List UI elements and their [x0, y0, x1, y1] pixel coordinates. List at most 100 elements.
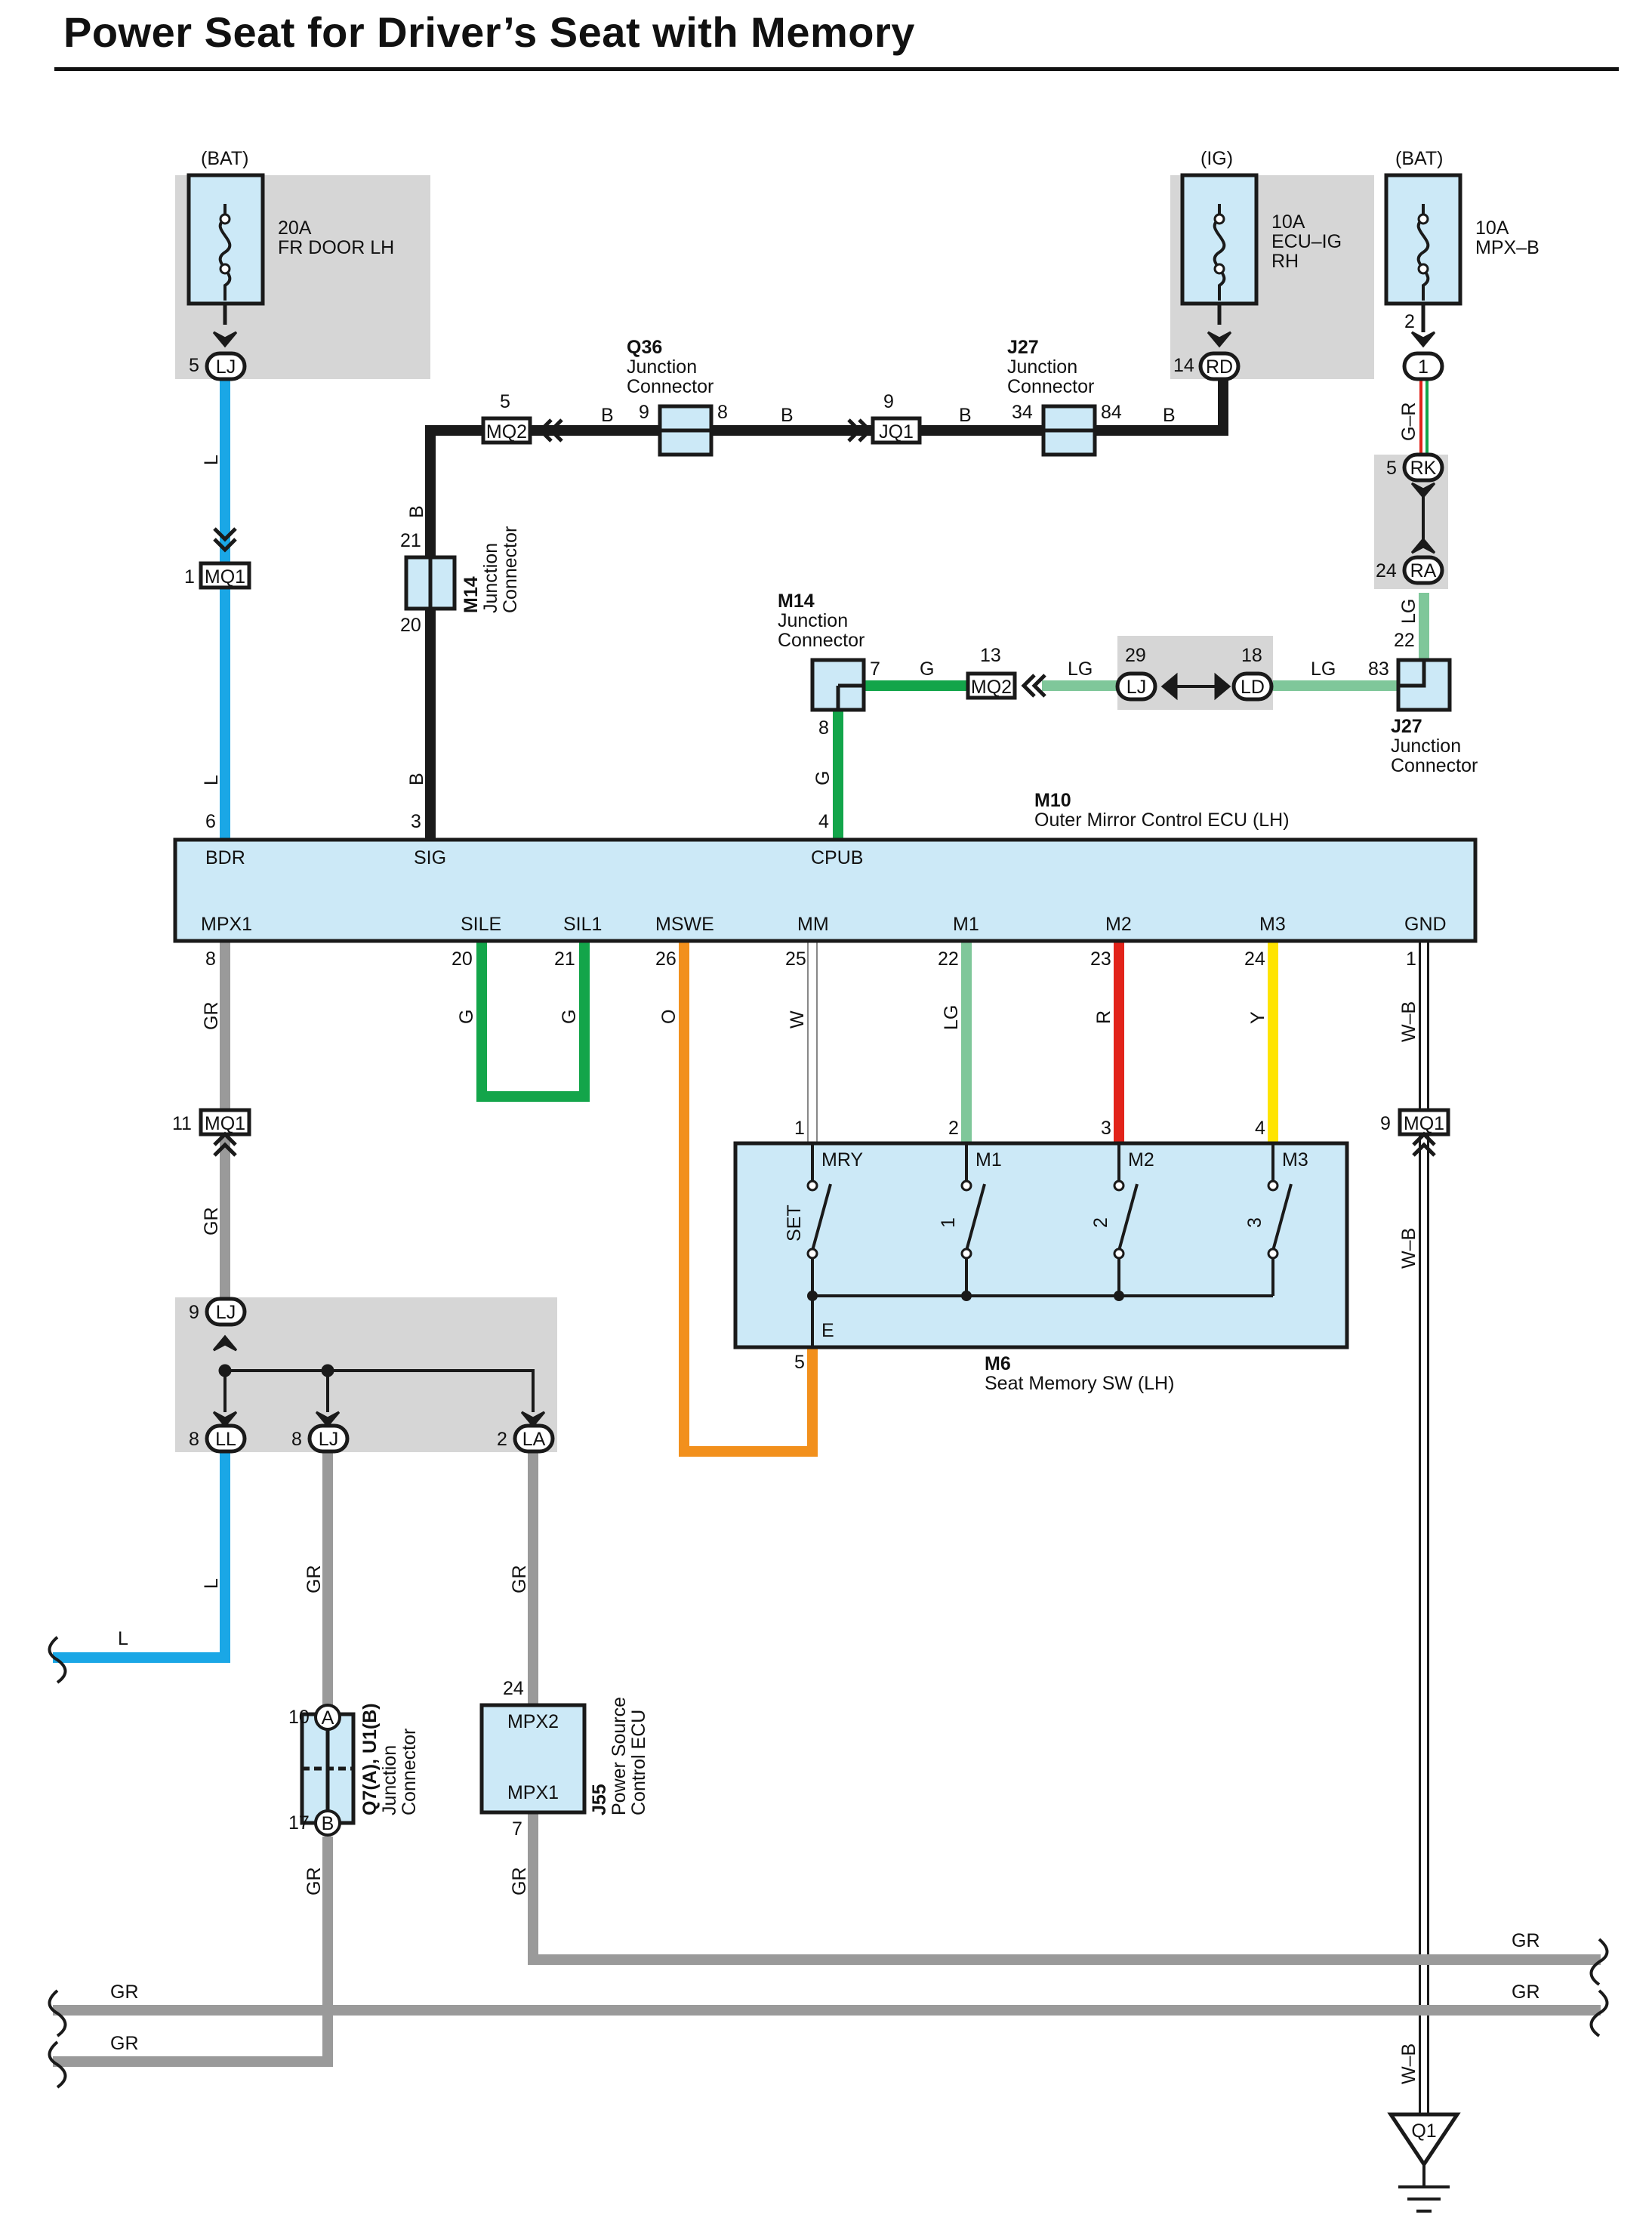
m14-left-id: M14 [461, 576, 482, 613]
wire-label-g-3: G [456, 1010, 477, 1024]
q7-name2: Connector [399, 1729, 420, 1815]
connector-ld-mid-pin: 18 [1241, 645, 1262, 666]
wire-breaks [48, 1636, 1609, 2089]
switch-btn-1: 1 [938, 1217, 959, 1228]
m14-mid-name: Junction [778, 610, 848, 631]
wire-gr-j55-down [528, 1812, 1601, 1965]
connector-ra-pin: 24 [1376, 560, 1397, 581]
wire-label-gr-4: GR [509, 1565, 530, 1594]
wire-b-top [529, 378, 1228, 436]
connector-mq1-left [199, 561, 251, 590]
ecu-m10-id: M10 [1034, 790, 1071, 811]
m14-left-name: Junction [480, 543, 501, 613]
m14-mid-pin-bottom: 8 [818, 717, 829, 739]
ecu-j55-top-pin: 24 [503, 1678, 524, 1699]
wire-color-labels: L L B B B B B B G–R LG LG LG G G GR GR G… [110, 402, 1540, 2084]
connector-lj-mid-label: LJ [1127, 677, 1146, 698]
wire-label-gr-2: GR [201, 1207, 222, 1236]
j27-right-id: J27 [1391, 716, 1422, 737]
connector-lj-mid-pin: 29 [1125, 645, 1146, 666]
wire-l-bottom [53, 1451, 230, 1663]
ecu-term-m1: M1 [953, 914, 979, 935]
wire-label-gr-6: GR [509, 1868, 530, 1896]
connector-mq2-top-label: MQ2 [486, 421, 527, 443]
ecu-term-bdr-pin: 6 [205, 811, 216, 832]
connector-lj-mid [1115, 671, 1157, 702]
ecu-j55-top: MPX2 [507, 1711, 559, 1732]
connector-rd-label: RD [1206, 356, 1233, 378]
ecu-term-m2-pin: 23 [1090, 948, 1111, 970]
connector-lj-bot-pin: 8 [291, 1429, 302, 1450]
connector-jq1-label: JQ1 [879, 421, 914, 443]
ecu-term-bdr: BDR [205, 847, 245, 868]
switch-pin-1: 1 [794, 1118, 805, 1139]
switch-term-m3: M3 [1282, 1149, 1308, 1170]
switch-term-mry: MRY [821, 1149, 863, 1170]
break-left-gr2 [48, 2040, 67, 2089]
wire-label-wb-3: W–B [1398, 2043, 1419, 2084]
arrow-up-icon [1410, 537, 1436, 554]
wire-label-lg-4: LG [941, 1005, 962, 1030]
ecu-term-cpub: CPUB [811, 847, 863, 868]
wire-label-lg-3: LG [1068, 658, 1093, 680]
arrow-down-icon [212, 1411, 238, 1428]
ground-q1-label: Q1 [1411, 2120, 1436, 2142]
ecu-term-mm-pin: 25 [785, 948, 806, 970]
wire-label-gr-9: GR [110, 1982, 139, 2003]
connector-mq2-mid [966, 671, 1017, 700]
fuse-frdoor [186, 173, 265, 348]
ecu-term-mm: MM [797, 914, 829, 935]
m14-mid-id: M14 [778, 591, 815, 612]
chevron-left-icon [538, 418, 563, 443]
chevron-left-icon [1021, 674, 1046, 698]
m14-left-pin-top: 21 [400, 530, 421, 551]
ecu-term-gnd: GND [1404, 914, 1447, 935]
j27-top-pin-out: 84 [1101, 402, 1122, 423]
j27-right-name: Junction [1391, 736, 1461, 757]
wire-label-l-2: L [201, 775, 222, 785]
j27-right-pin-top: 22 [1394, 630, 1415, 651]
chevron-down-icon [213, 527, 237, 553]
arrow-down-icon [1410, 482, 1436, 499]
fuse-symbol-icon [1213, 204, 1226, 301]
arrow-down-icon [520, 1411, 546, 1428]
wire-label-lg-2: LG [1311, 658, 1336, 680]
connector-ra [1402, 555, 1444, 585]
wire-label-gr-7: GR [1512, 1930, 1540, 1951]
connector-la-pin: 2 [497, 1429, 507, 1450]
switch-pin-3: 3 [1101, 1118, 1111, 1139]
fuse-ecuig-amps: 10A [1271, 211, 1305, 233]
fuse-mpxb-name: MPX–B [1475, 237, 1540, 258]
connector-ovals [205, 351, 1444, 1454]
title-rule [54, 67, 1619, 71]
wire-label-wb-2: W–B [1398, 1228, 1419, 1269]
wire-label-b-5: B [959, 405, 972, 426]
connector-ra-label: RA [1410, 560, 1437, 581]
ecu-term-m3-pin: 24 [1244, 948, 1265, 970]
connector-lj-bot-label: LJ [319, 1429, 338, 1450]
ecu-term-gnd-pin: 1 [1406, 948, 1416, 970]
fuse-frdoor-source: (BAT) [201, 148, 248, 169]
connector-lj-lower [205, 1297, 247, 1327]
connector-rk [1402, 452, 1444, 483]
wire-b-sig [425, 425, 487, 840]
connector-1 [1402, 351, 1444, 381]
switch-term-m2: M2 [1128, 1149, 1154, 1170]
switch-contacts [811, 1143, 1293, 1349]
m14-mid-pin-right: 7 [870, 658, 880, 680]
arrow-down-icon [212, 331, 238, 348]
switch-term-m1: M1 [975, 1149, 1002, 1170]
connector-mq2-mid-pin: 13 [980, 645, 1001, 666]
wire-label-gr-10: GR [110, 2033, 139, 2054]
wire-o-mswe [679, 940, 818, 1457]
j27-top-pin-in: 34 [1012, 402, 1033, 423]
ecu-term-sig-pin: 3 [411, 811, 421, 832]
connector-1-label: 1 [1418, 356, 1429, 378]
q36-pin-out: 8 [717, 402, 728, 423]
fuse-box [1180, 173, 1259, 306]
j27-right-pin-left: 83 [1368, 658, 1389, 680]
connector-mq1-left-label: MQ1 [205, 566, 245, 588]
ecu-term-mpx1: MPX1 [201, 914, 252, 935]
break-left-gr1 [48, 1989, 67, 2037]
wire-label-b-4: B [781, 405, 794, 426]
